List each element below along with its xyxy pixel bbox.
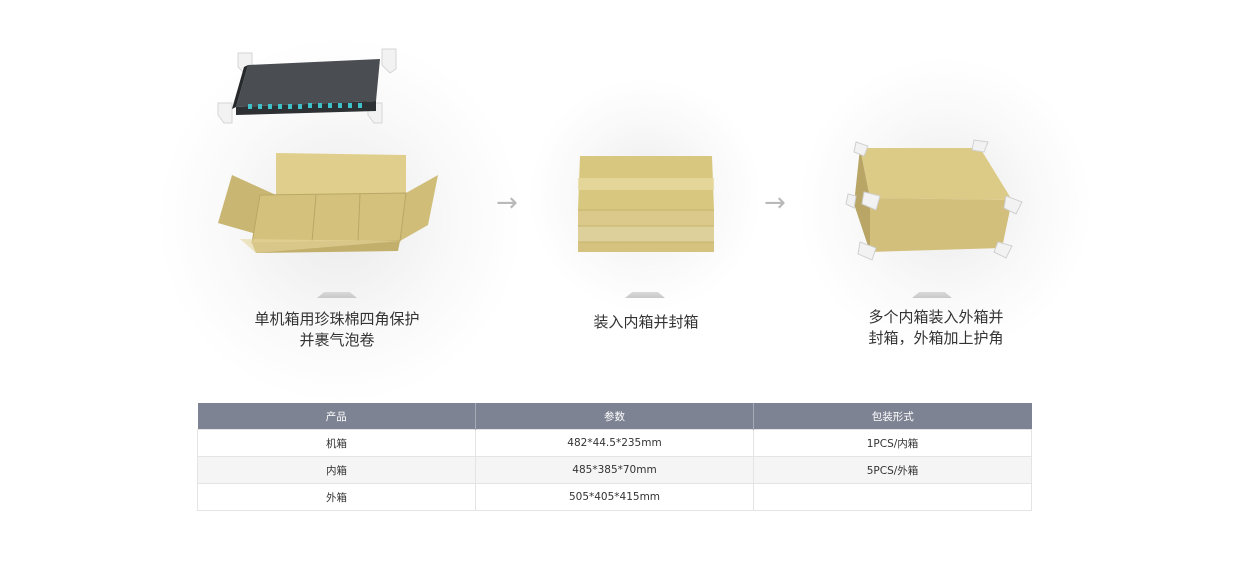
table-row: 内箱 485*385*70mm 5PCS/外箱 bbox=[197, 456, 1032, 484]
cell-product: 机箱 bbox=[197, 429, 476, 457]
table-row: 机箱 482*44.5*235mm 1PCS/内箱 bbox=[197, 429, 1032, 457]
header-params: 参数 bbox=[475, 403, 754, 430]
table-header-row: 产品 参数 包装形式 bbox=[197, 403, 1032, 430]
fiber-ports bbox=[248, 103, 362, 109]
cell-params: 505*405*415mm bbox=[475, 483, 754, 511]
cell-packaging bbox=[753, 483, 1032, 511]
step1-caption-line2: 并裹气泡卷 bbox=[299, 331, 375, 349]
header-product: 产品 bbox=[197, 403, 476, 430]
step2-caption: 装入内箱并封箱 bbox=[556, 312, 736, 333]
pedestal-marker bbox=[625, 292, 665, 298]
cell-product: 外箱 bbox=[197, 483, 476, 511]
cell-params: 482*44.5*235mm bbox=[475, 429, 754, 457]
packaging-spec-table: 产品 参数 包装形式 机箱 482*44.5*235mm 1PCS/内箱 内箱 … bbox=[197, 403, 1032, 511]
arrow-right-icon: → bbox=[764, 188, 786, 218]
pedestal-marker bbox=[317, 292, 357, 298]
header-packaging: 包装形式 bbox=[753, 403, 1032, 430]
cell-packaging: 5PCS/外箱 bbox=[753, 456, 1032, 484]
cell-product: 内箱 bbox=[197, 456, 476, 484]
table-row: 外箱 505*405*415mm bbox=[197, 483, 1032, 511]
step1-caption-line1: 单机箱用珍珠棉四角保护 bbox=[254, 310, 420, 328]
cell-packaging: 1PCS/内箱 bbox=[753, 429, 1032, 457]
sealed-inner-boxes-icon bbox=[578, 156, 714, 252]
step1-caption: 单机箱用珍珠棉四角保护 并裹气泡卷 bbox=[222, 309, 452, 351]
cell-params: 485*385*70mm bbox=[475, 456, 754, 484]
arrow-right-icon: → bbox=[496, 188, 518, 218]
step3-caption: 多个内箱装入外箱并 封箱，外箱加上护角 bbox=[836, 307, 1036, 349]
step3-caption-line2: 封箱，外箱加上护角 bbox=[868, 329, 1004, 347]
step3-caption-line1: 多个内箱装入外箱并 bbox=[868, 308, 1004, 326]
pedestal-marker bbox=[912, 292, 952, 298]
step2-caption-line1: 装入内箱并封箱 bbox=[593, 313, 699, 331]
outer-carton-with-corners-icon bbox=[845, 139, 1023, 261]
open-carton-with-chassis-icon bbox=[217, 48, 438, 253]
